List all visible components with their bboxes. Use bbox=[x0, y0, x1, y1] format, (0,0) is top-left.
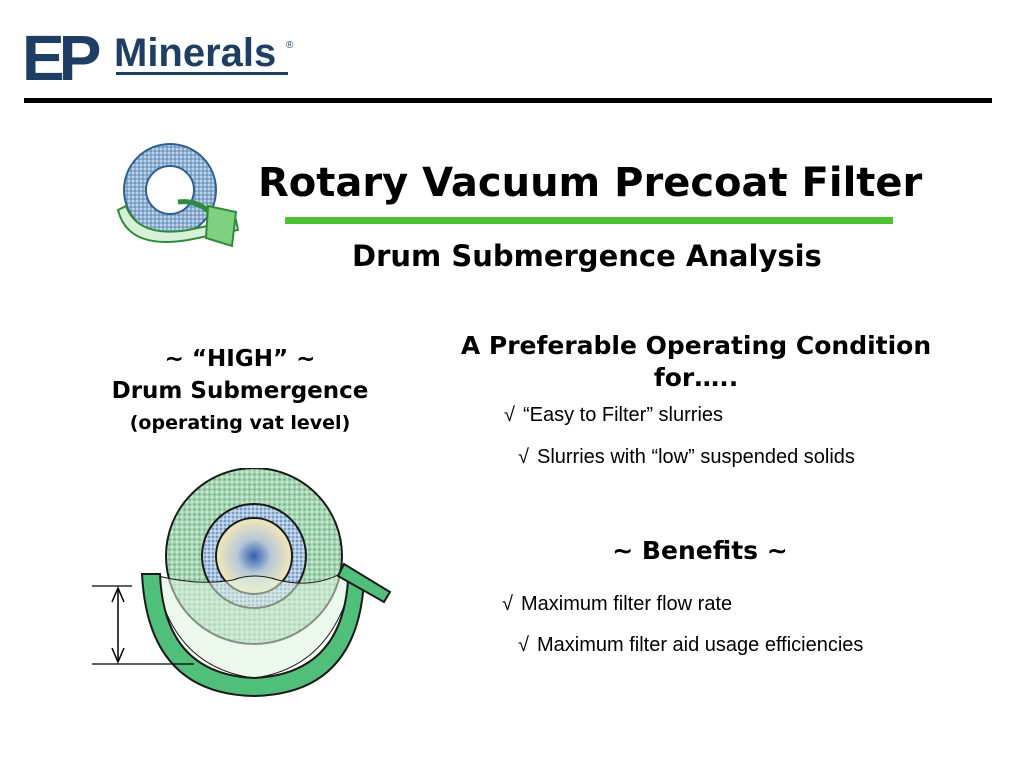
submergence-note: (operating vat level) bbox=[129, 412, 351, 434]
benefit-item: √ Maximum filter flow rate bbox=[502, 593, 732, 616]
operating-condition-title: A Preferable Operating Condition bbox=[460, 331, 932, 360]
benefit-item-text: Maximum filter flow rate bbox=[520, 593, 733, 615]
header-rule bbox=[24, 98, 992, 103]
check-icon: √ bbox=[504, 404, 515, 426]
page-title: Rotary Vacuum Precoat Filter bbox=[258, 160, 923, 206]
submergence-title: Drum Submergence bbox=[111, 378, 369, 404]
logo-name: Minerals bbox=[114, 31, 276, 75]
submergence-heading: ~ “HIGH” ~ Drum Submergence (operating v… bbox=[80, 344, 400, 436]
ep-minerals-logo: EP Minerals ® bbox=[22, 22, 322, 94]
benefit-item: √ Maximum filter aid usage efficiencies bbox=[518, 634, 863, 657]
rotary-filter-logo-icon bbox=[108, 140, 258, 255]
check-icon: √ bbox=[518, 634, 529, 656]
benefits-heading: ~ Benefits ~ bbox=[612, 536, 788, 565]
submergence-level-label: ~ “HIGH” ~ bbox=[164, 346, 316, 372]
logo-mark: EP bbox=[22, 22, 100, 92]
benefit-item-text: Maximum filter aid usage efficiencies bbox=[536, 634, 864, 656]
page-subtitle: Drum Submergence Analysis bbox=[352, 239, 822, 273]
operating-condition-for: for….. bbox=[653, 363, 739, 392]
logo-registered: ® bbox=[286, 40, 294, 51]
check-icon: √ bbox=[502, 593, 513, 615]
condition-item-text: “Easy to Filter” slurries bbox=[522, 404, 724, 426]
condition-item-text: Slurries with “low” suspended solids bbox=[536, 446, 855, 468]
ep-minerals-logo-graphic: EP Minerals ® bbox=[22, 22, 294, 94]
condition-item: √ “Easy to Filter” slurries bbox=[504, 404, 723, 427]
condition-item: √ Slurries with “low” suspended solids bbox=[518, 446, 855, 469]
check-icon: √ bbox=[518, 446, 529, 468]
title-underline bbox=[285, 217, 893, 224]
drum-submergence-diagram-icon bbox=[88, 467, 398, 708]
operating-condition-heading: A Preferable Operating Condition for….. bbox=[456, 330, 936, 394]
logo-underline bbox=[116, 72, 288, 75]
